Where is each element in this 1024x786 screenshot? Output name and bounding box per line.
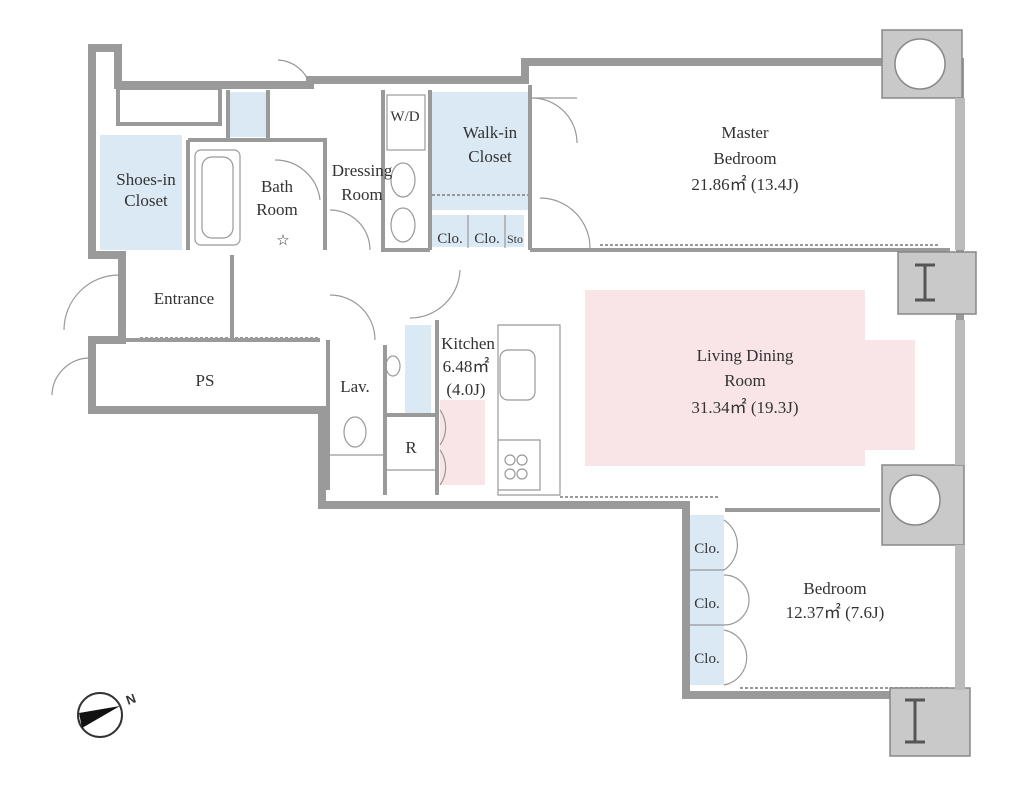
dressing-room-label-2: Room [341,185,383,204]
closet-label: Clo. [694,541,719,557]
walk-in-closet-label-2: Closet [468,147,512,166]
closet-label: Clo. [474,231,499,247]
dressing-room-label: Dressing [332,161,393,180]
walk-in-closet-label: Walk-in [463,123,518,142]
living-area-fill-ext [865,340,915,450]
living-dining-label: Living Dining [697,346,794,365]
master-bedroom-label: Master [721,123,769,142]
bedroom-area: 12.37㎡ (7.6J) [786,603,885,622]
living-dining-label-2: Room [724,371,766,390]
bedroom-closet-fill [688,515,724,685]
bath-room-label: Bath [261,177,294,196]
fixtures: ☆ [194,94,426,448]
closet-strip-fill [432,215,524,247]
washer-dryer-label: W/D [390,109,419,125]
closet-label: Clo. [437,231,462,247]
doors [51,59,750,686]
kitchen-shelf-fill [405,325,431,413]
shoes-closet-fill [100,135,182,250]
star-icon: ☆ [276,233,289,249]
kitchen-area-fill [440,400,485,485]
entrance-label: Entrance [154,289,214,308]
ps-label: PS [196,371,215,390]
living-area-fill [585,290,865,466]
refrigerator-label: R [405,438,417,457]
master-bedroom-area: 21.86㎡ (13.4J) [691,175,798,194]
inner-walls [122,85,950,695]
kitchen-label: Kitchen [441,334,495,353]
compass-north-icon: N [77,691,138,738]
bedroom-label: Bedroom [803,579,866,598]
closet-label: Clo. [694,596,719,612]
compass-label: N [124,691,138,708]
shoes-closet-label: Shoes-in [116,170,176,189]
storage-label: Sto [507,232,523,246]
top-cabinet [116,86,222,126]
bath-room-label-2: Room [256,200,298,219]
kitchen-area: 6.48㎡ [443,357,490,376]
kitchen-jo: (4.0J) [446,380,485,399]
living-dining-area: 31.34㎡ (19.3J) [691,398,798,417]
master-bedroom-label-2: Bedroom [713,149,776,168]
lav-label: Lav. [340,377,370,396]
closet-label: Clo. [694,651,719,667]
shoes-closet-label-2: Closet [124,191,168,210]
walk-in-closet-fill [432,92,528,210]
storage-fill [230,92,266,137]
structural-columns [881,29,977,757]
